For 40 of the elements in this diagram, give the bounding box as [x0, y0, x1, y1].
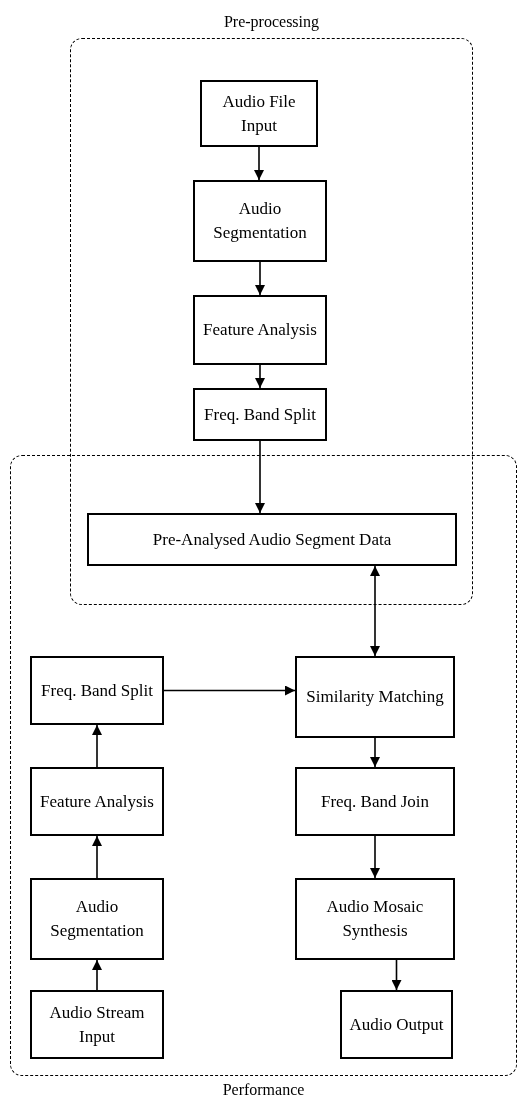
- box-label: Freq. Band Join: [320, 790, 430, 813]
- process-box: [200, 80, 318, 147]
- process-box: [193, 295, 327, 365]
- arrow: [255, 261, 265, 296]
- arrow: [92, 724, 102, 768]
- box-label: Audio Segmentation: [212, 198, 308, 244]
- box-label: Freq. Band Split: [204, 403, 316, 426]
- arrow: [391, 959, 402, 991]
- process-box: [30, 767, 164, 836]
- process-box: [30, 990, 164, 1059]
- arrow: [92, 959, 102, 991]
- box-label: Feature Analysis: [203, 319, 317, 341]
- arrow: [370, 565, 380, 657]
- process-box: [87, 513, 457, 566]
- arrow: [163, 685, 296, 696]
- box-label: Feature Analysis: [40, 790, 154, 813]
- process-box: [193, 180, 327, 262]
- arrow: [370, 835, 380, 879]
- arrow: [254, 146, 264, 181]
- process-box: [295, 656, 455, 738]
- process-box: [295, 878, 455, 960]
- box-label: Audio Mosaic Synthesis: [325, 896, 425, 942]
- box-label: Audio Output: [349, 1013, 444, 1036]
- arrow: [370, 737, 380, 768]
- process-box: [193, 388, 327, 441]
- process-box: [30, 656, 164, 725]
- group-title: Performance: [221, 1080, 306, 1100]
- box-label: Pre-Analysed Audio Segment Data: [152, 528, 392, 551]
- process-box: [340, 990, 453, 1059]
- box-label: Similarity Matching: [306, 686, 444, 708]
- arrow: [255, 440, 265, 514]
- arrow: [92, 835, 102, 879]
- process-box: [30, 878, 164, 960]
- box-label: Freq. Band Split: [41, 679, 153, 702]
- process-box: [295, 767, 455, 836]
- box-label: Audio Stream Input: [48, 1001, 146, 1048]
- group-title: Pre-processing: [222, 12, 321, 32]
- box-label: Audio Segmentation: [49, 896, 145, 942]
- box-label: Audio File Input: [221, 90, 297, 137]
- arrow: [255, 364, 265, 389]
